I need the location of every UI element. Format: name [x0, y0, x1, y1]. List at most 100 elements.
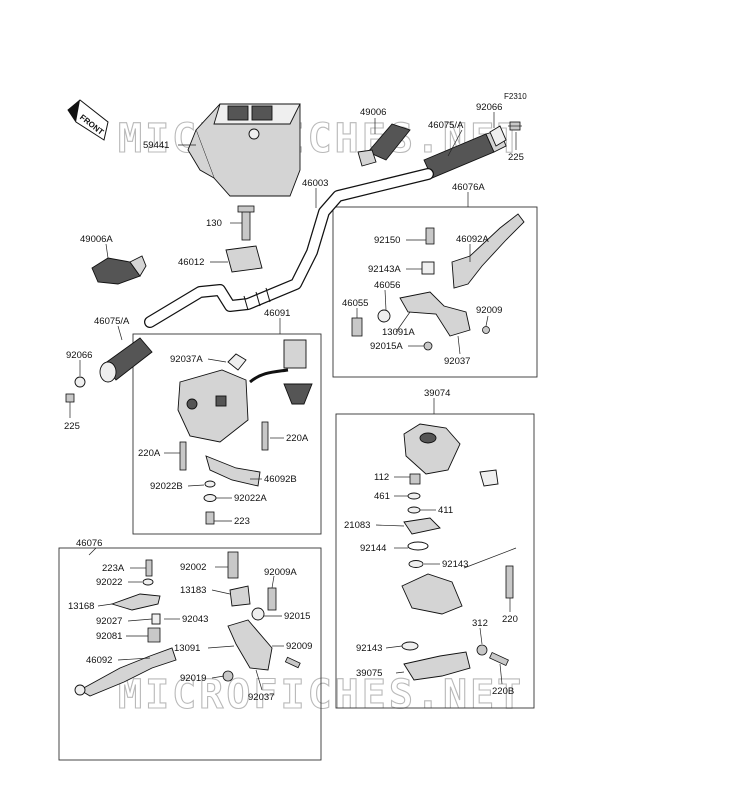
label-411: 411 — [438, 505, 453, 516]
throttle-lever-39075-part — [403, 651, 471, 681]
screw-220b-part — [489, 651, 509, 667]
label-92043: 92043 — [182, 614, 208, 625]
plate-21083-part — [403, 517, 441, 535]
screw-92009a-part — [267, 587, 277, 611]
grip-screw-left-part — [65, 393, 75, 403]
left-grip-part — [99, 337, 153, 383]
holder-13091-part — [227, 619, 273, 671]
label-49006: 49006 — [360, 107, 386, 118]
switch-screw-right-part — [261, 421, 269, 451]
label-130: 130 — [206, 218, 222, 229]
washer-92022-part — [142, 578, 154, 586]
label-92037a: 92037A — [170, 354, 203, 365]
throttle-body-part — [401, 573, 463, 615]
label-46092: 46092 — [86, 655, 112, 666]
group-box-39074 — [335, 413, 535, 709]
diagram-code: F2310 — [504, 92, 527, 101]
bracket-13183-part — [229, 585, 251, 607]
label-92022a: 92022A — [234, 493, 267, 504]
right-lever-assembly-part — [351, 213, 525, 351]
label-92143-b: 92143 — [356, 643, 382, 654]
label-39074: 39074 — [424, 388, 450, 399]
label-112: 112 — [374, 472, 389, 483]
label-92009-top: 92009 — [476, 305, 502, 316]
handlebar-part — [144, 168, 434, 328]
collar-92015-part — [251, 607, 265, 621]
grip-cover-top-part — [357, 123, 411, 167]
watermark-bottom: MICROFICHES.NET — [118, 672, 524, 718]
label-312: 312 — [472, 618, 488, 629]
label-21083: 21083 — [344, 520, 370, 531]
grip-screw-top-part — [508, 121, 522, 131]
label-223: 223 — [234, 516, 250, 527]
label-46055: 46055 — [342, 298, 368, 309]
label-92037-top: 92037 — [444, 356, 470, 367]
label-39075: 39075 — [356, 668, 382, 679]
label-223a: 223A — [102, 563, 125, 574]
label-92027: 92027 — [96, 616, 122, 627]
washer-92022a-part — [203, 494, 217, 502]
spring-92144-part — [407, 541, 429, 551]
label-46003: 46003 — [302, 178, 328, 189]
spring-92081-part — [147, 627, 161, 643]
group-box-46076 — [58, 547, 322, 761]
collar-92143-part — [408, 560, 424, 568]
label-46012: 46012 — [178, 257, 204, 268]
screw-92009-part — [284, 656, 301, 669]
label-13168: 13168 — [68, 601, 94, 612]
label-46075a-left: 46075/A — [94, 316, 130, 327]
label-13183: 13183 — [180, 585, 206, 596]
collar-92143b-part — [401, 641, 419, 651]
label-46076a: 46076A — [452, 182, 485, 193]
label-92015a: 92015A — [370, 341, 403, 352]
bolt-92002-part — [227, 551, 239, 579]
handlebar-clamp-part — [225, 205, 263, 273]
handlebar-cover-part — [187, 103, 301, 197]
nut-92019-part — [222, 670, 234, 682]
label-92015: 92015 — [284, 611, 310, 622]
label-46091: 46091 — [264, 308, 290, 319]
label-92066-left: 92066 — [66, 350, 92, 361]
label-92150: 92150 — [374, 235, 400, 246]
lever-46092-part — [79, 647, 177, 697]
label-92081: 92081 — [96, 631, 122, 642]
label-220a-left: 220A — [138, 448, 161, 459]
grip-cover-left-part — [91, 255, 147, 285]
label-13091a: 13091A — [382, 327, 415, 338]
screw-223a-part — [145, 559, 153, 577]
label-92143a: 92143A — [368, 264, 401, 275]
label-13091: 13091 — [174, 643, 200, 654]
label-92002: 92002 — [180, 562, 206, 573]
label-49006a: 49006A — [80, 234, 113, 245]
screw-220-part — [505, 565, 514, 599]
nut-312-part — [476, 644, 488, 656]
label-220a-right: 220A — [286, 433, 309, 444]
grip-end-cap-left-part — [74, 376, 86, 388]
label-46075a-top: 46075/A — [428, 120, 464, 131]
lever-plate-13168-part — [110, 593, 161, 611]
label-46076: 46076 — [76, 538, 102, 549]
switch-lever-part — [205, 455, 261, 487]
label-92144: 92144 — [360, 543, 386, 554]
label-92009a: 92009A — [264, 567, 297, 578]
switch-housing-part — [177, 339, 313, 443]
throttle-case-part — [403, 423, 499, 487]
washer-411-part — [407, 506, 421, 514]
label-225-top: 225 — [508, 152, 524, 163]
label-92037-bot: 92037 — [248, 692, 274, 703]
screw-112-part — [409, 473, 421, 485]
collar-92027-part — [151, 613, 161, 625]
washer-461-part — [407, 492, 421, 500]
label-92009-bot: 92009 — [286, 641, 312, 652]
label-220: 220 — [502, 614, 518, 625]
switch-screw-left-part — [179, 441, 187, 471]
label-92019: 92019 — [180, 673, 206, 684]
leader-lines — [69, 112, 517, 691]
label-92143-a: 92143 — [442, 559, 468, 570]
label-225-left: 225 — [64, 421, 80, 432]
group-box-46091 — [132, 333, 322, 535]
lever-end-ball-part — [74, 684, 86, 696]
label-46056: 46056 — [374, 280, 400, 291]
group-box-46076A — [332, 206, 538, 378]
label-92022b: 92022B — [150, 481, 183, 492]
